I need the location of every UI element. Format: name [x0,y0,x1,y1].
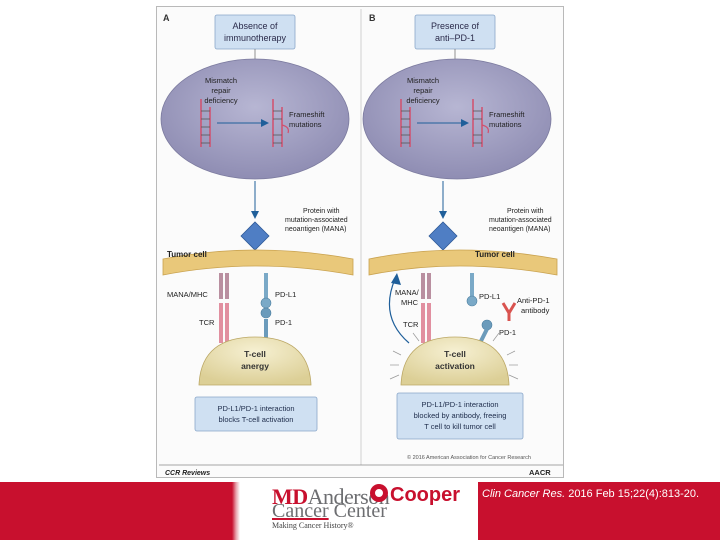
panel-b-tcr-label: TCR [403,320,419,329]
panel-a-protein-line3: neoantigen (MANA) [285,226,346,233]
panel-a-title-line2: immunotherapy [224,33,287,43]
figure-panel: A Absence of immunotherapy Mismatch repa… [156,6,564,478]
logo-mdanderson: MDAnderson [272,484,390,510]
panel-b-title-line2: anti–PD-1 [435,33,475,43]
panel-a-tcell-line1: T-cell [244,349,266,359]
panel-b-pdl1 [466,273,478,307]
panel-a-pdl1-label: PD-L1 [275,290,296,299]
panel-b-mismatch-line3: deficiency [406,96,440,105]
panel-a-frameshift-line1: Frameshift [289,110,325,119]
panel-b-antibody [501,302,517,321]
citation-text: Clin Cancer Res. 2016 Feb 15;22(4):813-2… [482,488,699,500]
panel-b-tumor-membrane [368,249,558,276]
panel-a-info-box [194,396,318,432]
panel-b-tumor-cell-label: Tumor cell [475,250,515,259]
panel-a-protein-line2: mutation-associated [285,217,348,224]
panel-a-mutation-arrowhead [261,119,269,127]
logo-cancer: Cancer [272,500,329,522]
panel-a-title-line1: Absence of [232,21,278,31]
panel-b-tcell-spikes [389,332,519,380]
panel-a-tumor-cell-label: Tumor cell [167,250,207,259]
panel-a: A Absence of immunotherapy Mismatch repa… [160,13,354,432]
panel-a-tcell [198,336,312,386]
panel-a-pdl1-pd1 [260,273,272,345]
panel-b-info-box [396,392,524,440]
panel-b-antibody-line2: antibody [521,306,550,315]
panel-b-mutation-arrowhead [461,119,469,127]
logo-tagline: Making Cancer History® [272,521,354,530]
panel-a-tumor-membrane [162,249,354,276]
citation-journal: Clin Cancer Res. [482,488,566,500]
panel-b: B Presence of anti–PD-1 Mismatch repair … [362,13,558,440]
logo-cooper: Cooper [390,484,460,506]
panel-a-mana-protein [240,221,270,251]
mechanism-diagram: A Absence of immunotherapy Mismatch repa… [159,9,563,477]
panel-b-tcell-line2: activation [435,361,475,371]
panel-a-mismatch-line1: Mismatch [205,76,237,85]
panel-b-kill-arrowhead [391,273,401,285]
panel-a-tcell-line2: anergy [241,361,269,371]
panel-b-title-line1: Presence of [431,21,480,31]
panel-a-info-line2: blocks T-cell activation [219,415,294,424]
logo-center: Center [328,500,387,522]
figure-publisher-label: AACR [529,468,551,477]
panel-a-mismatch-line3: deficiency [204,96,238,105]
panel-b-protein-line2: mutation-associated [489,217,552,224]
panel-b-info-line1: PD-L1/PD-1 interaction [421,400,498,409]
panel-a-protein-arrowhead [251,211,259,219]
panel-a-dna-normal [200,99,211,147]
panel-b-nucleus [362,58,552,180]
panel-a-nucleus [160,58,350,180]
panel-b-kill-arrow [388,278,410,344]
panel-a-protein-line1: Protein with [303,208,340,215]
figure-journal-label: CCR Reviews [165,470,210,477]
panel-b-mana-line1: MANA/ [395,288,420,297]
panel-b-mana-line2: MHC [401,298,419,307]
panel-a-tcr-label: TCR [199,318,215,327]
panel-b-frameshift-line2: mutations [489,120,522,129]
logo-fade-strip [232,482,240,540]
panel-b-frameshift-line1: Frameshift [489,110,525,119]
panel-b-mhc-tcr [421,273,431,343]
panel-a-info-line1: PD-L1/PD-1 interaction [217,404,294,413]
panel-b-tcell-line1: T-cell [444,349,466,359]
panel-b-antibody-line1: Anti-PD-1 [517,296,550,305]
panel-b-pd1-label: PD-1 [499,328,516,337]
logo-md: MD [272,484,308,509]
logo-cancer-center: Cancer Center [272,500,387,523]
panel-b-mismatch-line1: Mismatch [407,76,439,85]
panel-b-protein-arrowhead [439,211,447,219]
panel-b-protein-line3: neoantigen (MANA) [489,226,550,233]
institution-logo [240,482,478,540]
figure-copyright: © 2016 American Association for Cancer R… [407,454,531,461]
panel-a-mismatch-line2: repair [211,86,231,95]
panel-a-mana-mhc-label: MANA/MHC [167,290,208,299]
panel-a-letter: A [163,13,170,23]
panel-b-info-line2: blocked by antibody, freeing [414,411,507,420]
panel-b-pdl1-label: PD-L1 [479,292,500,301]
panel-b-letter: B [369,13,376,23]
panel-b-mismatch-line2: repair [413,86,433,95]
panel-a-mhc-tcr [219,273,229,343]
panel-a-frameshift-line2: mutations [289,120,322,129]
cooper-c-icon [370,484,388,502]
panel-b-tcell [400,336,510,386]
panel-a-dna-mutated [272,99,289,147]
panel-b-mana-protein [428,221,458,251]
citation-details: 2016 Feb 15;22(4):813-20. [565,488,700,500]
panel-a-pd1-label: PD-1 [275,318,292,327]
panel-b-protein-line1: Protein with [507,208,544,215]
panel-b-dna-normal [400,99,411,147]
panel-b-info-line3: T cell to kill tumor cell [424,422,496,431]
panel-b-dna-mutated [472,99,489,147]
